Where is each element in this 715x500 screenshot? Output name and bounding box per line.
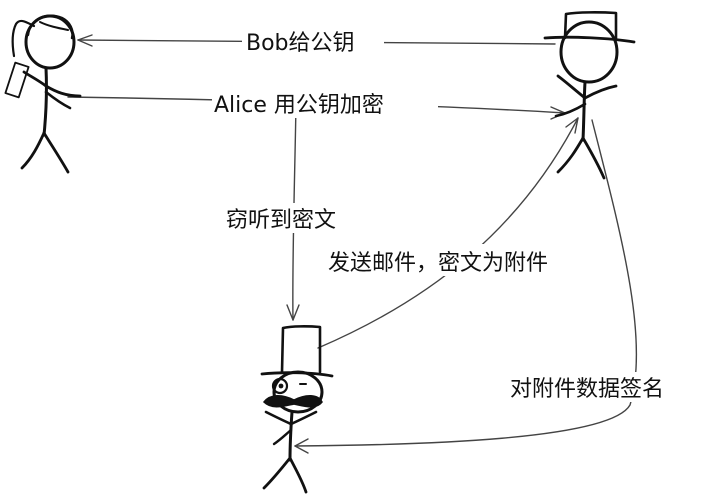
label-send-mail: 发送邮件，密文为附件 <box>326 244 594 276</box>
edge-label: Alice 用公钥加密 <box>214 93 384 118</box>
actor-bob <box>543 11 636 180</box>
label-alice-encrypts: Alice 用公钥加密 <box>212 88 438 118</box>
label-bob-gives-key: Bob给公钥 <box>242 28 384 56</box>
eavesdropper-top-hat-mustache-icon <box>260 325 334 494</box>
edge-label: Bob给公钥 <box>246 31 355 56</box>
actor-alice <box>4 14 82 174</box>
woman-stick-figure-icon <box>4 14 82 174</box>
man-with-hat-stick-figure-icon <box>543 11 636 180</box>
edge-label: 对附件数据签名 <box>510 377 664 402</box>
actor-eve <box>260 325 334 494</box>
edge-label: 发送邮件，密文为附件 <box>328 251 548 276</box>
edge-label: 窃听到密文 <box>226 208 336 233</box>
edge-sign-attachment <box>294 119 638 454</box>
label-sign-attachment: 对附件数据签名 <box>508 372 708 402</box>
label-eavesdrop: 窃听到密文 <box>224 203 366 233</box>
